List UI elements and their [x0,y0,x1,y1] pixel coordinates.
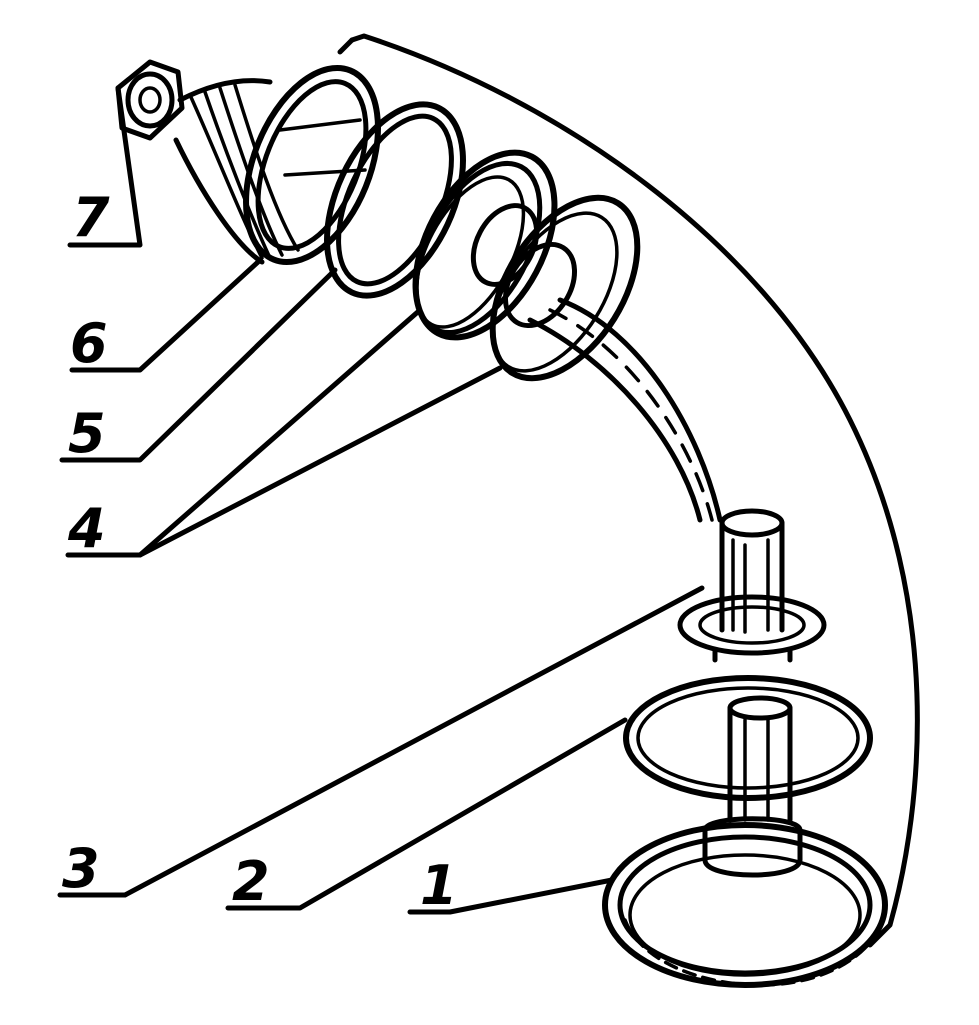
arc-hook [337,37,355,55]
part-2-disc [623,675,873,823]
axis-tube-inner [527,317,703,523]
part-4-bearing-stack [412,149,641,382]
leader-4b [137,365,503,558]
leader-7 [67,85,143,248]
leader-2 [225,717,628,911]
axis-dashed [548,308,714,522]
leader-5 [59,267,338,463]
callout-label-6: 6 [70,312,108,375]
part-3-bushing [677,508,827,663]
leader-1 [407,877,615,915]
callout-label-3: 3 [62,837,100,900]
callout-label-4: 4 [67,497,106,560]
part-1-base-ring [602,816,888,988]
part-7-nut [115,59,185,141]
axis-tube-outer [557,297,723,523]
callout-label-2: 2 [232,850,270,913]
part-6-cone-housing [173,64,381,266]
callout-label-5: 5 [68,402,106,465]
outer-arc [349,33,920,948]
part-5-ring [324,101,466,299]
leader-6 [69,259,261,373]
leader-3 [57,585,705,898]
callout-label-7: 7 [72,186,110,249]
callout-label-1: 1 [420,854,458,917]
leader-4a [65,307,423,558]
